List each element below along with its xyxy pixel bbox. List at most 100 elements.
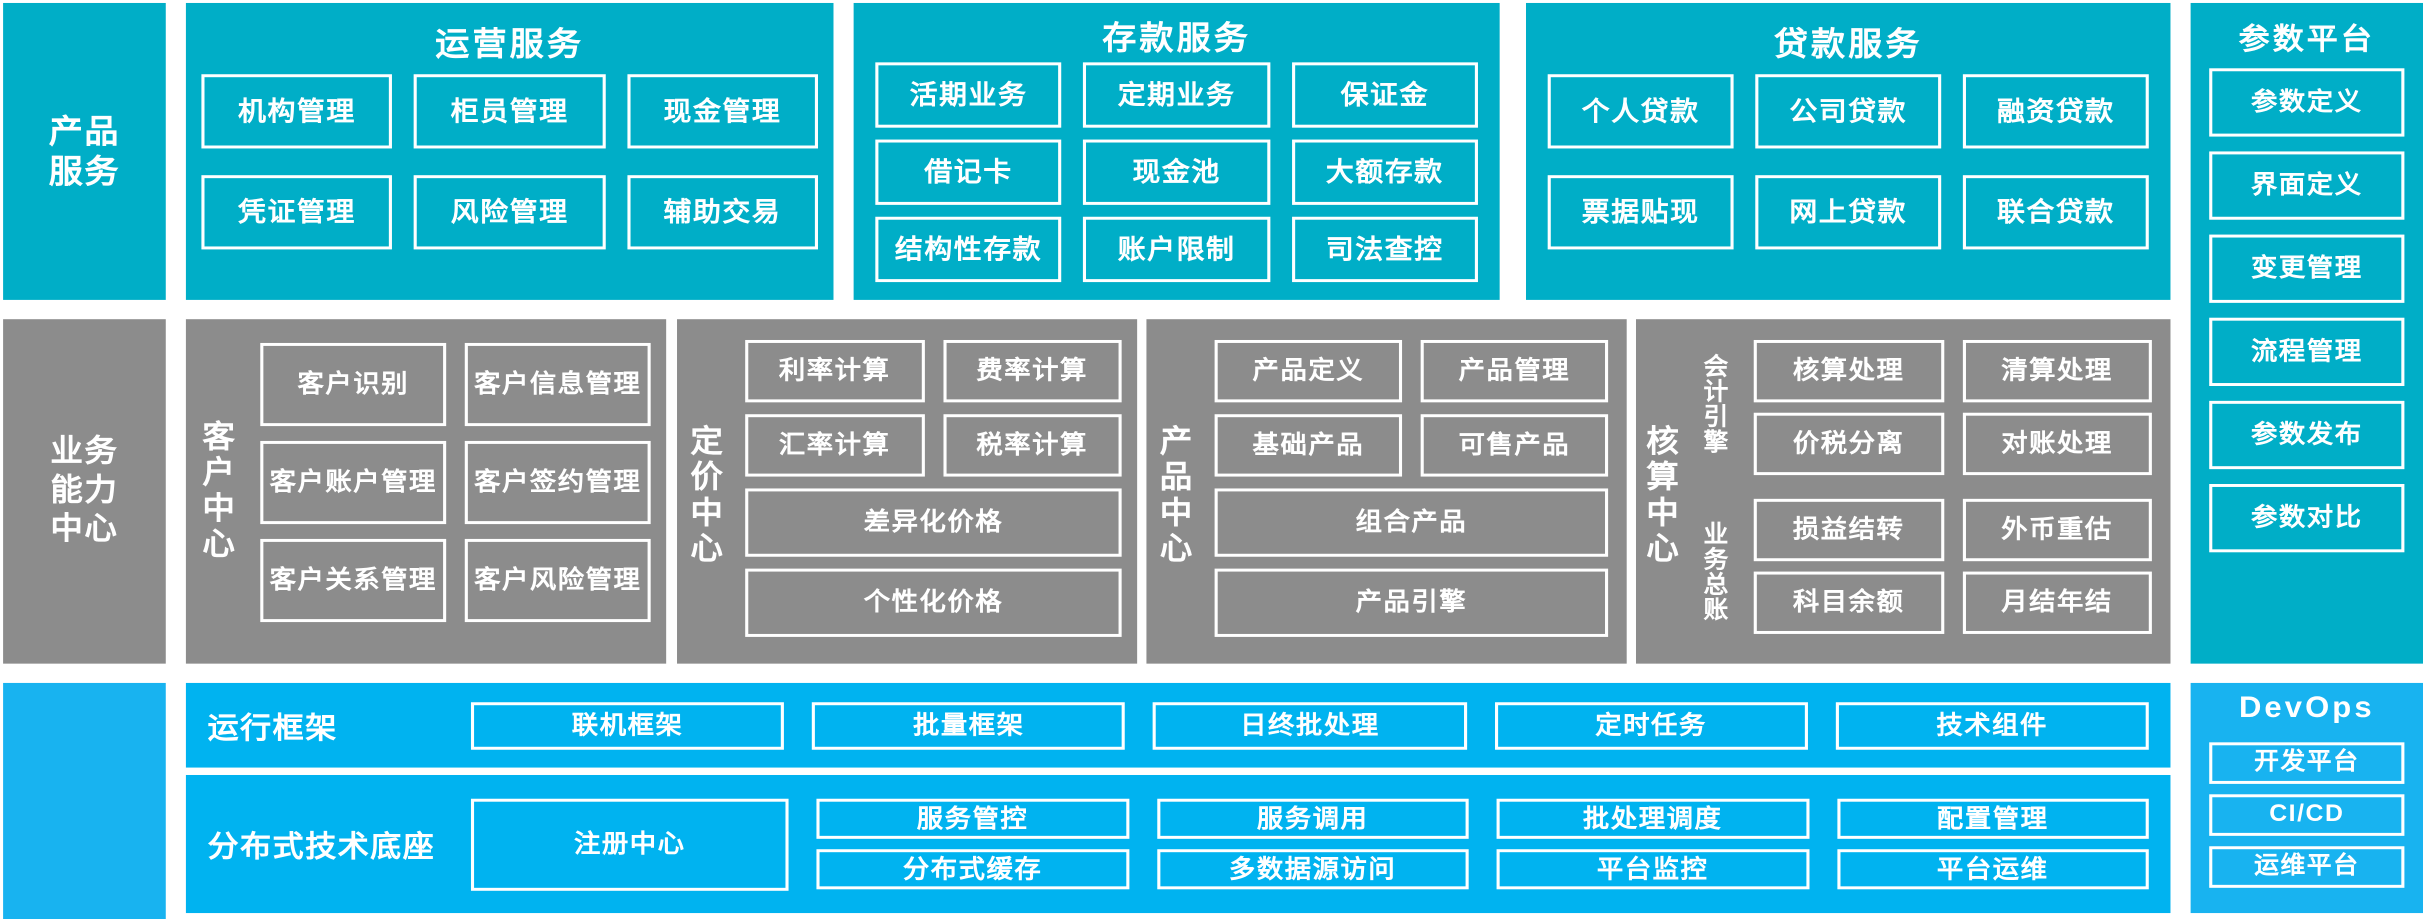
center-customer: 客户中心 客户识别 客户信息管理 客户账户管理 客户签约管理 客户关系管理 客户… xyxy=(185,319,667,664)
chip-item[interactable]: 活期业务 xyxy=(875,62,1062,128)
chip-item[interactable]: 参数定义 xyxy=(2209,68,2405,137)
chip-item[interactable]: 日终批处理 xyxy=(1153,701,1467,750)
chip-item[interactable]: 产品定义 xyxy=(1214,339,1403,403)
chip-item[interactable]: 损益结转 xyxy=(1753,498,1944,562)
chip-item[interactable]: 参数发布 xyxy=(2209,400,2405,470)
chip-item[interactable]: 科目余额 xyxy=(1753,571,1944,634)
chip-item[interactable]: 联合贷款 xyxy=(1962,175,2149,250)
center-row: 客户识别 客户信息管理 xyxy=(260,342,651,427)
chip-item[interactable]: 联机框架 xyxy=(470,701,785,750)
rail-line-1: 产品 xyxy=(48,112,121,150)
band-distributed-foundation: 分布式技术底座 注册中心 服务管控 服务调用 批处理调度 配置管理 分布式缓存 … xyxy=(185,774,2171,914)
chip-item[interactable]: 客户关系管理 xyxy=(260,538,447,623)
chip-item[interactable]: 产品引擎 xyxy=(1214,568,1609,637)
chip-item[interactable]: 批处理调度 xyxy=(1496,798,1809,839)
chip-item[interactable]: 配置管理 xyxy=(1836,798,2149,839)
chip-item[interactable]: 账户限制 xyxy=(1083,216,1270,283)
panel-row: 机构管理 柜员管理 现金管理 xyxy=(201,74,818,149)
panel-title-devops: DevOps xyxy=(2238,691,2375,725)
chip-item[interactable]: 流程管理 xyxy=(2209,317,2405,387)
chip-item[interactable]: 技术组件 xyxy=(1835,701,2149,750)
chip-item[interactable]: 清算处理 xyxy=(1962,339,2152,403)
center-pricing: 定价中心 利率计算 费率计算 汇率计算 税率计算 差异化价格 个性化价格 xyxy=(677,319,1138,664)
chip-item[interactable]: 平台运维 xyxy=(1836,849,2149,890)
center-row: 基础产品 可售产品 xyxy=(1214,414,1609,477)
panel-row: 活期业务 定期业务 保证金 xyxy=(875,62,1478,128)
chip-registry-center[interactable]: 注册中心 xyxy=(470,798,789,891)
chip-item[interactable]: 借记卡 xyxy=(875,139,1062,205)
chip-item[interactable]: 对账处理 xyxy=(1962,412,2152,476)
band-row: 服务管控 服务调用 批处理调度 配置管理 xyxy=(816,798,2149,839)
chip-item[interactable]: 界面定义 xyxy=(2209,151,2405,220)
panel-devops: DevOps 开发平台 CI/CD 运维平台 xyxy=(2190,682,2423,914)
panel-title-deposit-services: 存款服务 xyxy=(1102,19,1252,57)
chip-item[interactable]: 现金池 xyxy=(1083,139,1270,205)
chip-item[interactable]: 费率计算 xyxy=(942,339,1122,403)
rail-line-3: 中心 xyxy=(50,512,119,547)
chip-item[interactable]: 机构管理 xyxy=(201,74,393,149)
subgroup-label-general-ledger: 业务总账 xyxy=(1698,521,1726,623)
band-row: 分布式缓存 多数据源访问 平台监控 平台运维 xyxy=(816,849,2149,890)
chip-item[interactable]: 保证金 xyxy=(1291,62,1478,128)
chip-item[interactable]: 参数对比 xyxy=(2209,483,2405,553)
chip-item[interactable]: 司法查控 xyxy=(1291,216,1478,283)
chip-item[interactable]: 变更管理 xyxy=(2209,234,2405,303)
chip-item[interactable]: 分布式缓存 xyxy=(816,849,1129,890)
chip-item[interactable]: 组合产品 xyxy=(1214,488,1609,557)
chip-item[interactable]: 基础产品 xyxy=(1214,414,1403,477)
chip-item[interactable]: 结构性存款 xyxy=(875,216,1062,283)
chip-item[interactable]: 服务调用 xyxy=(1156,798,1469,839)
center-row: 核算处理 清算处理 xyxy=(1753,339,2152,403)
layer-rail-business-capability: 业务 能力 中心 xyxy=(3,319,166,664)
center-row: 损益结转 外币重估 xyxy=(1753,498,2152,562)
chip-item[interactable]: 风险管理 xyxy=(414,175,606,250)
panel-loan-services: 贷款服务 个人贷款 公司贷款 融资贷款 票据贴现 网上贷款 联合贷款 xyxy=(1525,2,2171,300)
chip-item[interactable]: 网上贷款 xyxy=(1755,175,1942,250)
chip-item[interactable]: 现金管理 xyxy=(626,74,818,149)
chip-item[interactable]: 运维平台 xyxy=(2209,846,2405,888)
band-runtime-framework: 运行框架 联机框架 批量框架 日终批处理 定时任务 技术组件 xyxy=(185,682,2171,768)
chip-item[interactable]: CI/CD xyxy=(2209,794,2405,836)
center-accounting: 核算中心 会计引擎 业务总账 核算处理 清算处理 价税分离 对账处理 损益结转 … xyxy=(1635,319,2171,664)
chip-item[interactable]: 产品管理 xyxy=(1420,339,1609,403)
chip-item[interactable]: 多数据源访问 xyxy=(1156,849,1469,890)
chip-item[interactable]: 平台监控 xyxy=(1496,849,1809,890)
chip-item[interactable]: 大额存款 xyxy=(1291,139,1478,205)
chip-item[interactable]: 客户风险管理 xyxy=(464,538,651,623)
chip-item[interactable]: 定期业务 xyxy=(1083,62,1270,128)
chip-item[interactable]: 个性化价格 xyxy=(745,568,1122,637)
panel-deposit-services: 存款服务 活期业务 定期业务 保证金 借记卡 现金池 大额存款 结构性存款 账户… xyxy=(853,2,1500,300)
center-row: 利率计算 费率计算 xyxy=(745,339,1122,403)
chip-item[interactable]: 凭证管理 xyxy=(201,175,393,250)
chip-item[interactable]: 客户账户管理 xyxy=(260,440,447,525)
chip-item[interactable]: 客户识别 xyxy=(260,342,447,427)
chip-item[interactable]: 批量框架 xyxy=(812,701,1126,750)
chip-item[interactable]: 差异化价格 xyxy=(745,488,1122,557)
chip-item[interactable]: 公司贷款 xyxy=(1755,74,1942,149)
chip-item[interactable]: 定时任务 xyxy=(1494,701,1808,750)
chip-item[interactable]: 价税分离 xyxy=(1753,412,1944,476)
chip-item[interactable]: 可售产品 xyxy=(1420,414,1609,477)
chip-item[interactable]: 汇率计算 xyxy=(745,414,925,477)
chip-item[interactable]: 辅助交易 xyxy=(626,175,818,250)
chip-item[interactable]: 开发平台 xyxy=(2209,742,2405,784)
chip-item[interactable]: 个人贷款 xyxy=(1547,74,1734,149)
chip-item[interactable]: 服务管控 xyxy=(816,798,1129,839)
panel-row: 结构性存款 账户限制 司法查控 xyxy=(875,216,1478,283)
chip-item[interactable]: 票据贴现 xyxy=(1547,175,1734,250)
chip-item[interactable]: 月结年结 xyxy=(1962,571,2152,634)
panel-row: 凭证管理 风险管理 辅助交易 xyxy=(201,175,818,250)
rail-line-2: 能力 xyxy=(50,473,119,508)
chip-item[interactable]: 客户信息管理 xyxy=(464,342,651,427)
chip-item[interactable]: 税率计算 xyxy=(942,414,1122,477)
center-label-product: 产品中心 xyxy=(1155,424,1192,568)
center-label-pricing: 定价中心 xyxy=(686,424,723,568)
center-product: 产品中心 产品定义 产品管理 基础产品 可售产品 组合产品 产品引擎 xyxy=(1146,319,1627,664)
chip-item[interactable]: 柜员管理 xyxy=(414,74,606,149)
chip-item[interactable]: 客户签约管理 xyxy=(464,440,651,525)
chip-item[interactable]: 利率计算 xyxy=(745,339,925,403)
chip-item[interactable]: 核算处理 xyxy=(1753,339,1944,403)
chip-item[interactable]: 外币重估 xyxy=(1962,498,2152,562)
chip-item[interactable]: 融资贷款 xyxy=(1962,74,2149,149)
